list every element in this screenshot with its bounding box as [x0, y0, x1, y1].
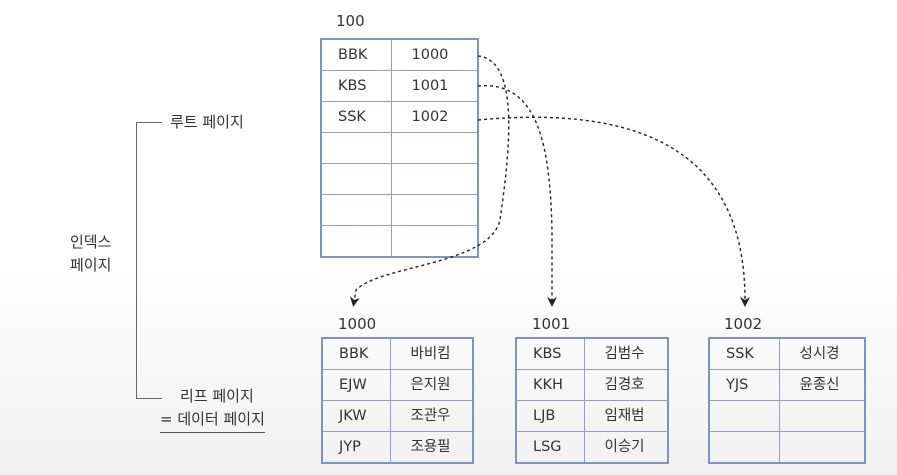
- pointer-cell: 1000: [390, 38, 479, 71]
- table-row: [320, 225, 479, 258]
- arrow-to-page-1000: [349, 55, 510, 307]
- key-cell: KBS: [320, 70, 392, 102]
- leaf-page-label-line2: = 데이터 페이지: [160, 408, 265, 433]
- table-row: [708, 400, 866, 432]
- pointer-cell: [390, 194, 479, 226]
- key-cell: SSK: [708, 337, 780, 370]
- leaf-label-tick: [136, 398, 162, 399]
- key-cell: [320, 225, 392, 258]
- table-row: [708, 431, 866, 464]
- key-cell: JKW: [321, 400, 391, 432]
- key-cell: EJW: [321, 369, 391, 401]
- pointer-cell: [390, 225, 479, 258]
- root-page-id: 100: [336, 12, 365, 30]
- name-cell: 조용필: [389, 431, 474, 464]
- table-row: [320, 132, 479, 164]
- root-page-label: 루트 페이지: [170, 113, 244, 131]
- key-cell: SSK: [320, 101, 392, 133]
- pointer-cell: [390, 163, 479, 195]
- index-page-label-line2: 페이지: [70, 256, 112, 274]
- arrow-to-page-1002: [477, 116, 750, 307]
- name-cell: 조관우: [389, 400, 474, 432]
- leaf-page-id-1002: 1002: [724, 315, 763, 333]
- leaf-page-id-1000: 1000: [338, 315, 377, 333]
- key-cell: BBK: [320, 38, 392, 71]
- table-row: [320, 163, 479, 195]
- leaf-page-id-1001: 1001: [532, 315, 571, 333]
- name-cell: [778, 400, 866, 432]
- pointer-cell: 1002: [390, 101, 479, 133]
- pointer-cell: [390, 132, 479, 164]
- key-cell: BBK: [321, 337, 391, 370]
- index-bracket: [136, 122, 137, 399]
- leaf-page-label-line1: 리프 페이지: [180, 387, 254, 405]
- key-cell: [708, 431, 780, 464]
- name-cell: 이승기: [583, 431, 669, 464]
- key-cell: JYP: [321, 431, 391, 464]
- table-row: [320, 194, 479, 226]
- key-cell: KBS: [515, 337, 585, 370]
- index-page-label-line1: 인덱스: [70, 233, 112, 251]
- name-cell: 김경호: [583, 369, 669, 401]
- key-cell: LJB: [515, 400, 585, 432]
- key-cell: [708, 400, 780, 432]
- name-cell: 임재범: [583, 400, 669, 432]
- name-cell: [778, 431, 866, 464]
- key-cell: [320, 194, 392, 226]
- key-cell: [320, 163, 392, 195]
- key-cell: LSG: [515, 431, 585, 464]
- root-label-tick: [136, 122, 162, 123]
